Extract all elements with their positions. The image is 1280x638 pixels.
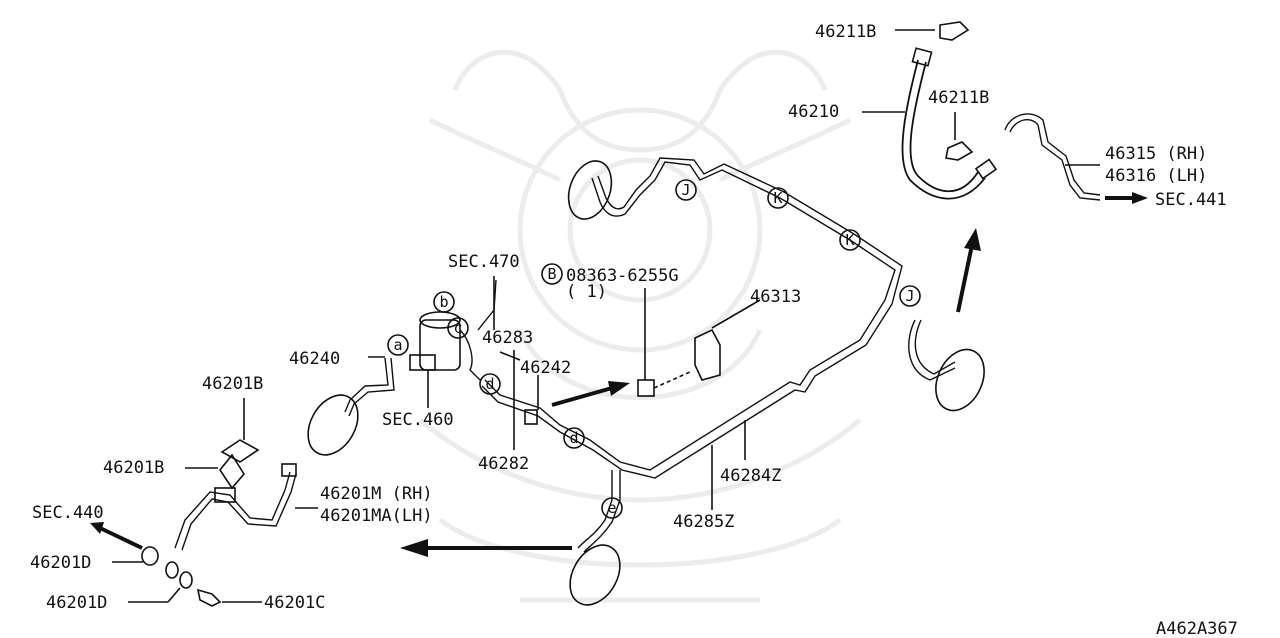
svg-text:K: K (773, 189, 782, 207)
label-46211B-top: 46211B (815, 22, 876, 42)
marker-k-2: K (839, 229, 861, 251)
master-cylinder-area (307, 276, 539, 456)
front-left-hose-assembly (90, 398, 318, 607)
svg-text:c: c (453, 319, 462, 337)
marker-d-1: d (479, 373, 501, 395)
label-46315: 46315 (RH) (1105, 144, 1207, 164)
label-46201B-b: 46201B (103, 458, 164, 478)
label-46240: 46240 (289, 349, 340, 369)
direction-arrow-upper (956, 228, 981, 313)
svg-text:d: d (485, 375, 494, 393)
watermark (418, 49, 862, 603)
label-sec441: SEC.441 (1155, 190, 1227, 210)
label-46285Z: 46285Z (673, 512, 734, 532)
hose-46210-assembly (862, 21, 998, 200)
marker-c: c (447, 317, 469, 339)
marker-k-1: K (767, 187, 789, 209)
label-bolt-code: 08363-6255G (566, 266, 679, 286)
direction-arrow-middle (551, 381, 630, 407)
label-46283: 46283 (482, 328, 533, 348)
svg-text:J: J (905, 287, 914, 305)
figure-id: A462A367 (1156, 619, 1238, 638)
svg-text:e: e (607, 499, 616, 517)
svg-text:J: J (681, 181, 690, 199)
label-46284Z: 46284Z (720, 466, 781, 486)
direction-arrow-left (400, 539, 572, 557)
main-brake-tube (481, 157, 985, 606)
label-46282: 46282 (478, 454, 529, 474)
marker-j-1: J (675, 179, 697, 201)
label-sec440: SEC.440 (32, 503, 104, 523)
marker-e: e (601, 497, 623, 519)
label-46201D-a: 46201D (30, 553, 91, 573)
label-46313: 46313 (750, 287, 801, 307)
label-46211B-mid: 46211B (928, 88, 989, 108)
bolt-and-clip (637, 288, 761, 397)
label-46201B-a: 46201B (202, 374, 263, 394)
svg-text:K: K (845, 231, 854, 249)
marker-a: a (387, 334, 409, 356)
marker-b: b (433, 291, 455, 313)
label-bolt-qty: ( 1) (566, 282, 607, 302)
label-sec470: SEC.470 (448, 252, 520, 272)
label-46201C: 46201C (264, 593, 325, 613)
marker-d-2: d (563, 427, 585, 449)
svg-text:b: b (439, 293, 448, 311)
label-46242: 46242 (520, 358, 571, 378)
svg-text:B: B (547, 265, 556, 283)
marker-B: B (541, 263, 563, 285)
svg-text:a: a (393, 336, 402, 354)
svg-text:d: d (569, 429, 578, 447)
pipe-46315-assembly (1004, 113, 1148, 204)
marker-j-2: J (899, 285, 921, 307)
leader-lines (499, 351, 521, 361)
label-46201M: 46201M (RH) (320, 484, 433, 504)
label-sec460: SEC.460 (382, 410, 454, 430)
label-46316: 46316 (LH) (1105, 166, 1207, 186)
label-46201MA: 46201MA(LH) (320, 506, 433, 526)
label-46201D-b: 46201D (46, 593, 107, 613)
label-46210: 46210 (788, 102, 839, 122)
